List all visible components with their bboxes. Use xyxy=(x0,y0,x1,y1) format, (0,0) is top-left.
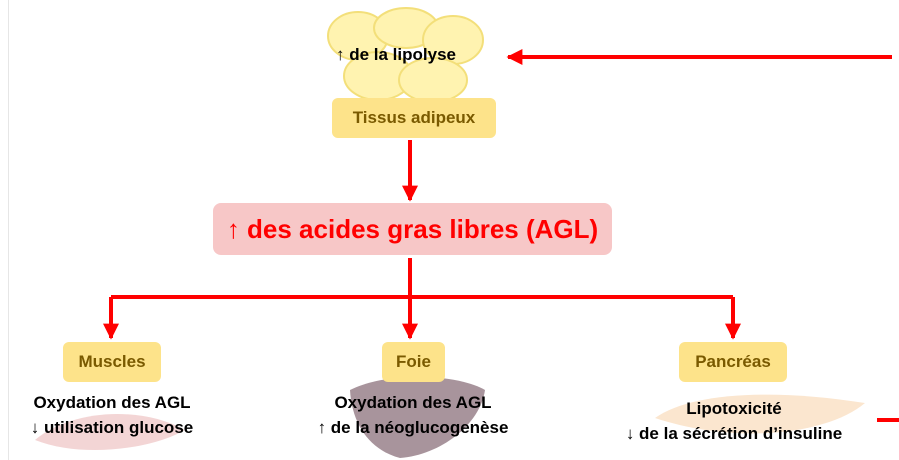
pancreas-image xyxy=(655,394,865,434)
adipose-cells-image xyxy=(327,7,484,103)
foie-effects: Oxydation des AGL ↑ de la néoglucogenèse xyxy=(284,390,542,440)
muscle-image xyxy=(35,413,185,451)
foie-label: Foie xyxy=(396,352,431,371)
muscles-label: Muscles xyxy=(78,352,146,371)
agl-box: ↑ des acides gras libres (AGL) xyxy=(213,203,612,255)
foie-effect-line-2: ↑ de la néoglucogenèse xyxy=(317,418,509,437)
liver-image xyxy=(350,376,485,458)
muscles-effect-line-2: ↓ utilisation glucose xyxy=(30,418,194,437)
pancreas-box: Pancréas xyxy=(679,342,787,382)
left-border-line xyxy=(8,0,9,460)
muscles-effects: Oxydation des AGL ↓ utilisation glucose xyxy=(0,390,224,440)
muscles-box: Muscles xyxy=(63,342,161,382)
muscles-effect-line-1: Oxydation des AGL xyxy=(33,393,191,412)
foie-effect-line-1: Oxydation des AGL xyxy=(334,393,492,412)
adipose-tissue-box: Tissus adipeux xyxy=(332,98,496,138)
pancreas-label: Pancréas xyxy=(695,352,771,371)
pancreas-effect-line-2: ↓ de la sécrétion d’insuline xyxy=(625,424,843,443)
lipolysis-label: ↑ de la lipolyse xyxy=(336,45,456,64)
adipose-tissue-label: Tissus adipeux xyxy=(352,108,476,127)
pancreas-effect-line-1: Lipotoxicité xyxy=(686,399,782,418)
foie-box: Foie xyxy=(382,342,445,382)
agl-label: ↑ des acides gras libres (AGL) xyxy=(226,213,599,244)
pancreas-effects: Lipotoxicité ↓ de la sécrétion d’insulin… xyxy=(594,396,874,446)
